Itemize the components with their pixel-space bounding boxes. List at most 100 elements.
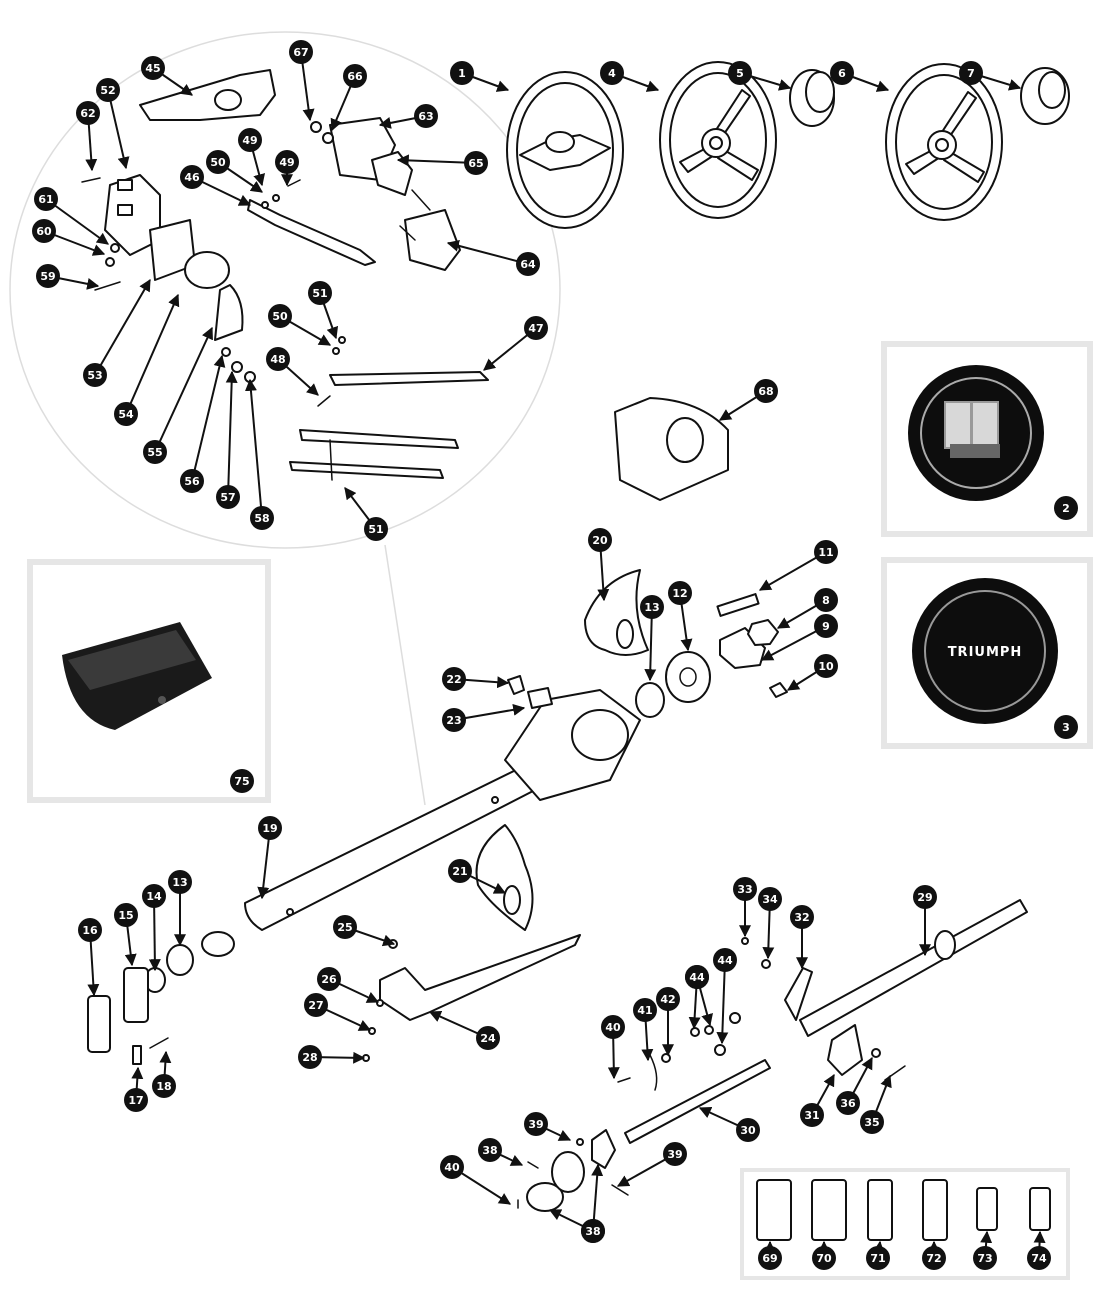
- callout-arrow-56: [191, 354, 226, 482]
- callout-arrow-64: [446, 239, 529, 265]
- callout-label-50: 50: [272, 310, 288, 323]
- callout-marker-3: [1054, 715, 1078, 739]
- callout-label-52: 52: [100, 84, 115, 97]
- callout-marker-48: [266, 347, 290, 371]
- callout-label-39: 39: [528, 1118, 543, 1131]
- callout-marker-44: [685, 965, 709, 989]
- callout-label-46: 46: [184, 171, 200, 184]
- callout-marker-54: [114, 402, 138, 426]
- callout-label-38: 38: [585, 1225, 600, 1238]
- callout-arrow-65: [396, 154, 477, 167]
- stay-48: [329, 371, 489, 386]
- callout-marker-27: [304, 993, 328, 1017]
- callout-label-49: 49: [279, 156, 294, 169]
- stay-52: [289, 429, 459, 481]
- callout-marker-69: [758, 1246, 782, 1270]
- callout-marker-10: [814, 654, 838, 678]
- callout-label-25: 25: [337, 921, 352, 934]
- callout-marker-66: [343, 64, 367, 88]
- callout-marker-42: [656, 987, 680, 1011]
- cowl-photo-76: [62, 622, 212, 730]
- screw-23: [507, 675, 525, 695]
- bush-14: [166, 944, 194, 976]
- detail-leader-line: [384, 544, 426, 806]
- callout-label-63: 63: [418, 110, 433, 123]
- callout-label-35: 35: [864, 1116, 879, 1129]
- callout-marker-63: [414, 104, 438, 128]
- callout-label-7: 7: [967, 67, 975, 80]
- callout-label-47: 47: [528, 322, 543, 335]
- callout-label-20: 20: [592, 534, 608, 547]
- callout-marker-68: [754, 379, 778, 403]
- callout-label-51: 51: [368, 523, 383, 536]
- callout-label-40: 40: [605, 1021, 621, 1034]
- callout-marker-51: [364, 517, 388, 541]
- callout-marker-16: [78, 918, 102, 942]
- callout-marker-55: [143, 440, 167, 464]
- plate-33: [784, 967, 813, 1021]
- callout-label-45: 45: [145, 62, 160, 75]
- callout-label-2: 2: [1062, 502, 1070, 515]
- callout-marker-56: [180, 469, 204, 493]
- callout-marker-67: [289, 40, 313, 64]
- callout-marker-28: [298, 1045, 322, 1069]
- callout-label-70: 70: [816, 1252, 832, 1265]
- steering-wheel-6: [885, 63, 1003, 221]
- callout-marker-57: [216, 485, 240, 509]
- boss-7: [1020, 67, 1070, 125]
- callout-marker-4: [600, 61, 624, 85]
- callout-marker-40: [601, 1015, 625, 1039]
- callout-label-48: 48: [270, 353, 285, 366]
- washer-67: [322, 132, 334, 144]
- clip-18: [132, 1045, 142, 1065]
- callout-label-44: 44: [689, 971, 705, 984]
- callout-label-21: 21: [452, 865, 467, 878]
- callout-marker-25: [333, 915, 357, 939]
- callout-label-75: 75: [234, 775, 249, 788]
- stay-47: [247, 199, 376, 266]
- callout-marker-1: [450, 61, 474, 85]
- callout-arrow-14: [148, 895, 161, 972]
- clamp-56: [214, 284, 244, 341]
- pin-11: [716, 593, 760, 617]
- callout-label-49: 49: [242, 134, 257, 147]
- shroud-21: [584, 569, 649, 656]
- callout-label-54: 54: [118, 408, 134, 421]
- callout-marker-19: [258, 816, 282, 840]
- callout-arrow-55: [154, 326, 213, 453]
- callout-marker-59: [36, 264, 60, 288]
- callout-label-15: 15: [118, 909, 133, 922]
- callout-marker-5: [728, 61, 752, 85]
- callout-marker-32: [790, 905, 814, 929]
- bracket-46: [139, 69, 276, 121]
- callout-label-72: 72: [926, 1252, 941, 1265]
- callout-marker-52: [96, 78, 120, 102]
- callout-arrow-13: [644, 606, 657, 682]
- washer-62: [231, 361, 243, 373]
- nut-12: [665, 651, 711, 703]
- callout-arrow-58: [244, 378, 263, 519]
- callout-arrow-11: [758, 551, 827, 591]
- callout-marker-39: [663, 1142, 687, 1166]
- clamp-bracket-25: [379, 934, 581, 1021]
- screw-19: [149, 1037, 169, 1049]
- callout-label-55: 55: [147, 446, 162, 459]
- callout-label-12: 12: [672, 587, 687, 600]
- detail-circle: [9, 31, 561, 549]
- callout-arrow-57: [225, 370, 238, 498]
- callout-marker-23: [442, 708, 466, 732]
- callout-marker-29: [913, 885, 937, 909]
- clip-24: [527, 687, 553, 709]
- callout-label-8: 8: [822, 594, 830, 607]
- bracket-32: [827, 1024, 863, 1076]
- callout-marker-34: [758, 887, 782, 911]
- callout-marker-13: [168, 870, 192, 894]
- callout-label-5: 5: [736, 67, 744, 80]
- callout-marker-73: [973, 1246, 997, 1270]
- callout-marker-58: [250, 506, 274, 530]
- callout-label-36: 36: [840, 1097, 856, 1110]
- bush-13-upper: [635, 682, 665, 718]
- callout-marker-17: [124, 1088, 148, 1112]
